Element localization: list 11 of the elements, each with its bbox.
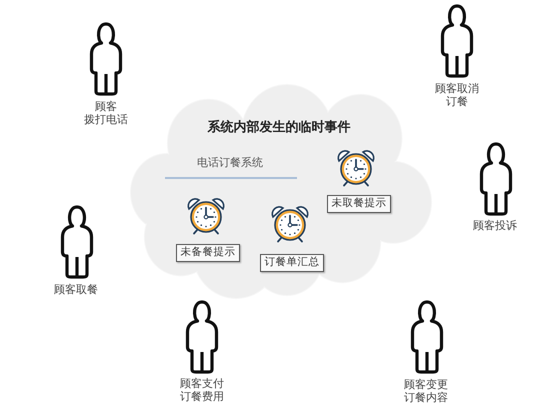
event-tag: 订餐单汇总 xyxy=(260,254,324,272)
person-caption: 顾客拨打电话 xyxy=(83,100,129,126)
event-tag: 未取餐提示 xyxy=(327,195,391,213)
person-caption: 顾客投诉 xyxy=(472,219,518,232)
person-caption: 顾客支付订餐费用 xyxy=(179,377,225,403)
event-tag: 未备餐提示 xyxy=(176,244,240,262)
subheading-text: 电话订餐系统 xyxy=(197,156,263,170)
person-caption: 顾客取消订餐 xyxy=(434,82,480,108)
person-caption: 顾客变更订餐内容 xyxy=(403,378,449,404)
person-caption: 顾客取餐 xyxy=(53,283,99,296)
heading-text: 系统内部发生的临时事件 xyxy=(208,120,350,136)
